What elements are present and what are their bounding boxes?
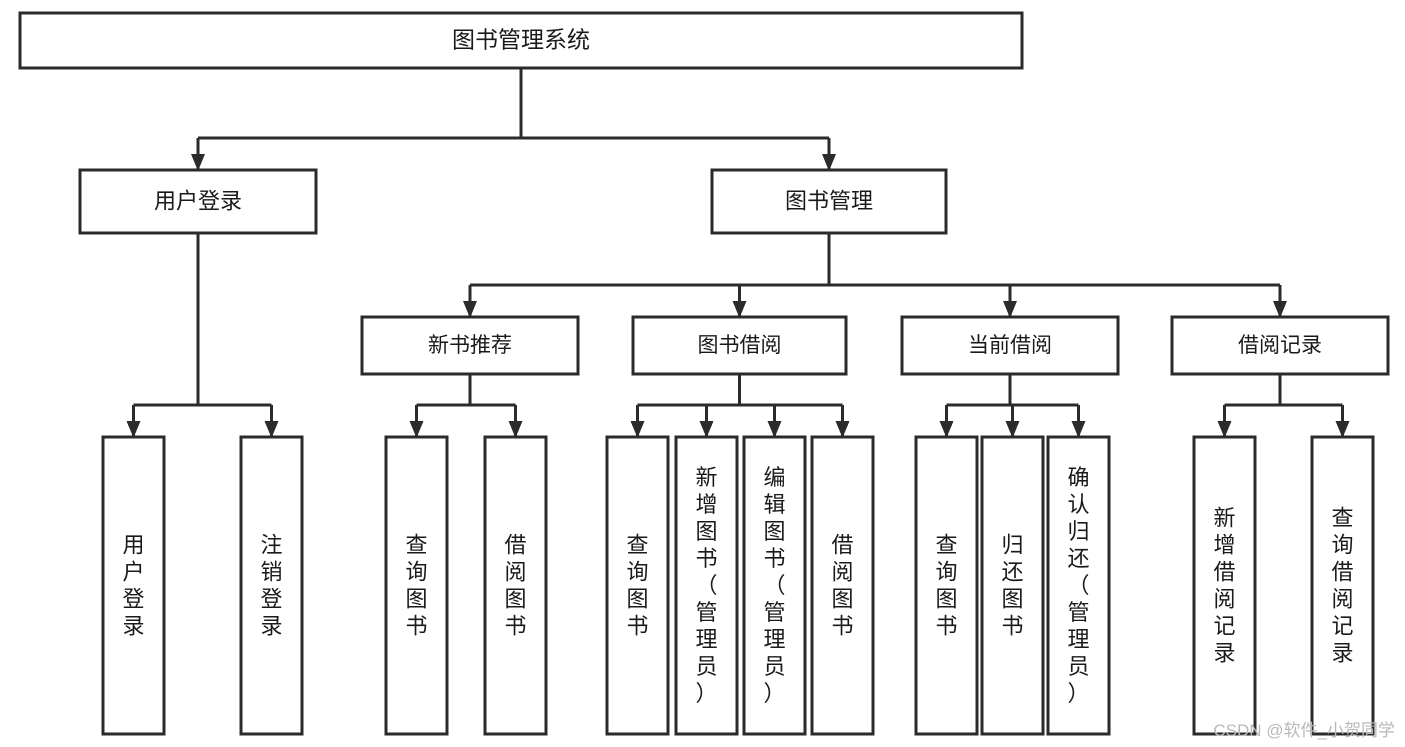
node-box[interactable]	[384, 435, 449, 736]
node-leaf-query-book-rec[interactable]: 查询图书	[384, 435, 449, 736]
node-leaf-query-record[interactable]: 查询借阅记录	[1310, 435, 1375, 736]
arrowhead-icon	[1003, 301, 1017, 318]
connector-group	[463, 233, 1287, 318]
node-leaf-add-book[interactable]: 新增图书（管理员）	[674, 435, 739, 736]
node-box[interactable]	[631, 315, 848, 376]
connector-layer	[126, 68, 1350, 438]
connector-group	[939, 374, 1086, 438]
node-box[interactable]	[18, 11, 1024, 70]
node-box[interactable]	[710, 168, 948, 235]
node-box[interactable]	[78, 168, 318, 235]
node-box[interactable]	[1192, 435, 1257, 736]
arrowhead-icon	[1071, 421, 1086, 438]
node-label: 查询借阅记录	[1331, 506, 1353, 666]
node-label: 确认归还（管理员）	[1067, 465, 1089, 706]
node-label: 查询图书	[626, 533, 648, 639]
node-label: 注销登录	[260, 533, 282, 639]
node-leaf-return-book[interactable]: 归还图书	[980, 435, 1045, 736]
node-box[interactable]	[810, 435, 875, 736]
arrowhead-icon	[264, 421, 279, 438]
node-label: 新书推荐	[428, 334, 512, 357]
node-label: 新增借阅记录	[1213, 506, 1235, 666]
arrowhead-icon	[409, 421, 424, 438]
node-leaf-add-record[interactable]: 新增借阅记录	[1192, 435, 1257, 736]
arrowhead-icon	[1335, 421, 1350, 438]
node-label: 借阅图书	[504, 533, 526, 639]
connector-group	[191, 68, 836, 171]
node-n-new-book-rec[interactable]: 新书推荐	[360, 315, 580, 376]
connector-group	[630, 374, 850, 438]
arrowhead-icon	[939, 421, 954, 438]
node-label: 图书借阅	[698, 334, 782, 357]
connector-group	[1217, 374, 1350, 438]
node-box[interactable]	[239, 435, 304, 736]
arrowhead-icon	[699, 421, 714, 438]
node-box[interactable]	[674, 435, 739, 736]
node-leaf-edit-book[interactable]: 编辑图书（管理员）	[742, 435, 807, 736]
node-label: 编辑图书（管理员）	[763, 465, 785, 706]
connector-group	[409, 374, 523, 438]
node-root[interactable]: 图书管理系统	[18, 11, 1024, 70]
node-box[interactable]	[742, 435, 807, 736]
node-box[interactable]	[360, 315, 580, 376]
arrowhead-icon	[835, 421, 850, 438]
node-label: 用户登录	[122, 533, 144, 639]
arrowhead-icon	[508, 421, 523, 438]
node-leaf-borrow-book-bw[interactable]: 借阅图书	[810, 435, 875, 736]
node-layer: 图书管理系统用户登录图书管理新书推荐图书借阅当前借阅借阅记录用户登录注销登录查询…	[18, 11, 1390, 736]
node-label: 查询图书	[935, 533, 957, 639]
node-label: 归还图书	[1001, 533, 1023, 639]
node-label: 当前借阅	[968, 334, 1052, 357]
node-box[interactable]	[1046, 435, 1111, 736]
node-box[interactable]	[483, 435, 548, 736]
arrowhead-icon	[630, 421, 645, 438]
node-box[interactable]	[605, 435, 670, 736]
node-leaf-user-login[interactable]: 用户登录	[101, 435, 166, 736]
node-label: 用户登录	[154, 188, 242, 213]
node-leaf-borrow-book-rec[interactable]: 借阅图书	[483, 435, 548, 736]
arrowhead-icon	[1273, 301, 1287, 318]
node-n-user-login[interactable]: 用户登录	[78, 168, 318, 235]
node-box[interactable]	[1170, 315, 1390, 376]
node-label: 新增图书（管理员）	[695, 465, 717, 706]
arrowhead-icon	[767, 421, 782, 438]
arrowhead-icon	[126, 421, 141, 438]
node-label: 图书管理	[785, 188, 873, 213]
arrowhead-icon	[1217, 421, 1232, 438]
node-label: 借阅图书	[831, 533, 853, 639]
node-n-book-borrow[interactable]: 图书借阅	[631, 315, 848, 376]
arrowhead-icon	[1005, 421, 1020, 438]
connector-group	[126, 233, 279, 438]
node-n-current-borrow[interactable]: 当前借阅	[900, 315, 1120, 376]
node-leaf-query-book-cur[interactable]: 查询图书	[914, 435, 979, 736]
node-box[interactable]	[914, 435, 979, 736]
node-leaf-confirm-return[interactable]: 确认归还（管理员）	[1046, 435, 1111, 736]
node-label: 借阅记录	[1238, 334, 1322, 357]
arrowhead-icon	[732, 301, 747, 318]
node-box[interactable]	[1310, 435, 1375, 736]
node-label: 查询图书	[405, 533, 427, 639]
arrowhead-icon	[822, 154, 836, 171]
arrowhead-icon	[191, 154, 205, 171]
node-n-book-manage[interactable]: 图书管理	[710, 168, 948, 235]
arrowhead-icon	[463, 301, 477, 318]
node-box[interactable]	[980, 435, 1045, 736]
node-leaf-logout[interactable]: 注销登录	[239, 435, 304, 736]
node-label: 图书管理系统	[452, 27, 590, 53]
node-leaf-query-book-bw[interactable]: 查询图书	[605, 435, 670, 736]
node-box[interactable]	[900, 315, 1120, 376]
node-n-borrow-record[interactable]: 借阅记录	[1170, 315, 1390, 376]
node-box[interactable]	[101, 435, 166, 736]
